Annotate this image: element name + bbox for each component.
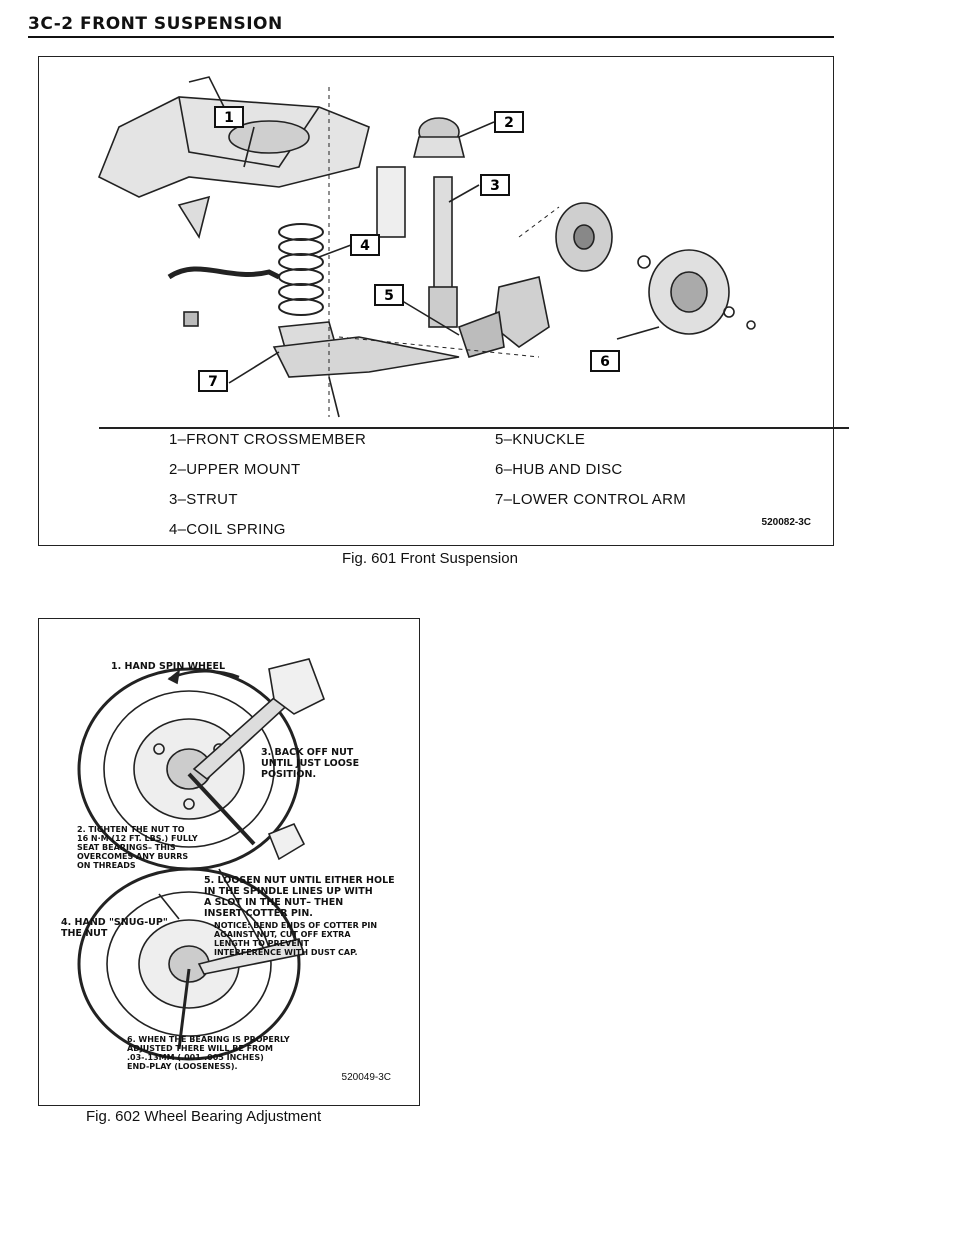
step-5-label: 5. LOOSEN NUT UNTIL EITHER HOLE IN THE S… [204, 875, 395, 919]
figure-code: 520082-3C [761, 517, 811, 528]
page-header: 3C-2 FRONT SUSPENSION [28, 14, 283, 34]
svg-text:3: 3 [490, 178, 500, 194]
callout-5: 5 [374, 284, 404, 306]
legend-item-hub-and-disc: 6–HUB AND DISC [495, 461, 623, 478]
svg-text:1: 1 [224, 110, 234, 126]
callout-2: 2 [494, 111, 524, 133]
front-suspension-illustration: 1 2 3 4 5 6 7 [97, 76, 756, 418]
svg-text:6: 6 [600, 354, 610, 370]
figure-wheel-bearing-adjustment: 1. HAND SPIN WHEEL 3. BACK OFF NUT UNTIL… [38, 618, 420, 1106]
figure-caption: Fig. 601 Front Suspension [342, 550, 518, 567]
legend-item-upper-mount: 2–UPPER MOUNT [169, 461, 301, 478]
callout-7: 7 [198, 370, 228, 392]
legend-item-knuckle: 5–KNUCKLE [495, 431, 586, 448]
header-rule [28, 36, 834, 38]
legend-item-lower-control-arm: 7–LOWER CONTROL ARM [495, 491, 687, 508]
figure-code: 520049-3C [341, 1072, 391, 1083]
figure-caption: Fig. 602 Wheel Bearing Adjustment [86, 1108, 322, 1125]
step-6-label: 6. WHEN THE BEARING IS PROPERLY ADJUSTED… [127, 1035, 290, 1071]
step-3-label: 3. BACK OFF NUT UNTIL JUST LOOSE POSITIO… [261, 747, 360, 780]
figure-front-suspension: 1 2 3 4 5 6 7 1–FRONT CROSSMEMBER 2–UPPE… [38, 56, 849, 546]
legend-item-strut: 3–STRUT [169, 491, 238, 508]
svg-text:7: 7 [208, 374, 218, 390]
step-4-label: 4. HAND "SNUG-UP" THE NUT [61, 917, 168, 939]
wheel-bearing-illustration [77, 658, 326, 1061]
callout-3: 3 [480, 174, 510, 196]
legend-item-front-crossmember: 1–FRONT CROSSMEMBER [169, 431, 367, 448]
legend-rule [99, 427, 849, 429]
notice-label: NOTICE: BEND ENDS OF COTTER PIN AGAINST … [214, 921, 378, 957]
svg-text:2: 2 [504, 115, 514, 131]
step-2-label: 2. TIGHTEN THE NUT TO 16 N·m (12 FT. LBS… [77, 825, 198, 870]
callout-6: 6 [590, 350, 620, 372]
svg-text:5: 5 [384, 288, 394, 304]
callout-1: 1 [214, 106, 244, 128]
step-1-label: 1. HAND SPIN WHEEL [111, 661, 226, 672]
svg-text:4: 4 [360, 238, 370, 254]
callout-4: 4 [350, 234, 380, 256]
legend-item-coil-spring: 4–COIL SPRING [169, 521, 286, 538]
